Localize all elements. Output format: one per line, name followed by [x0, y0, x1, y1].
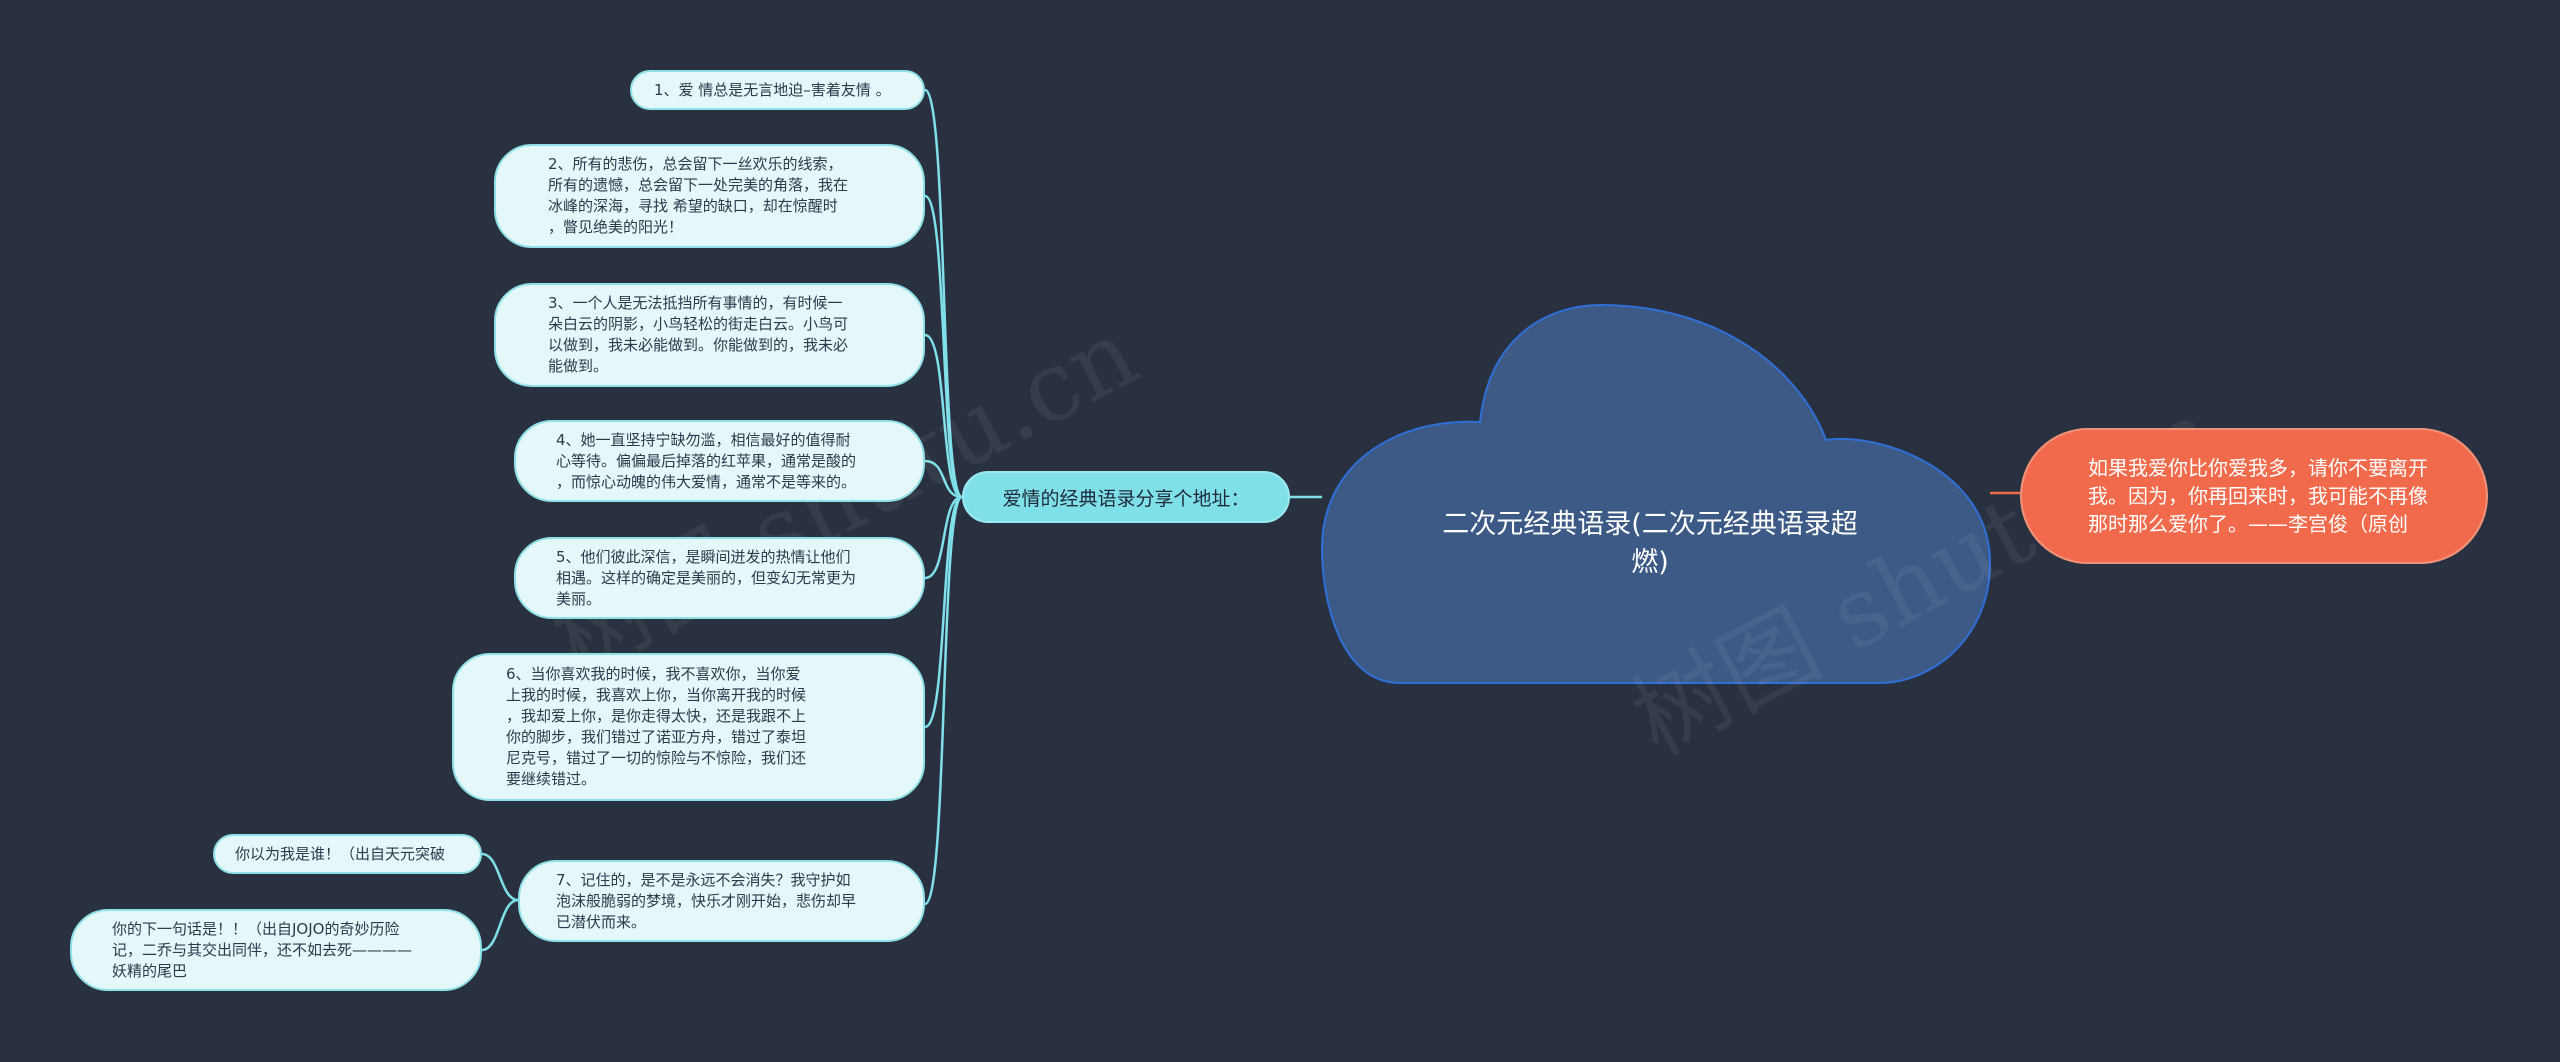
topic-item-2[interactable]: 2、所有的悲伤，总会留下一丝欢乐的线索， 所有的遗憾，总会留下一处完美的角落，我… — [494, 144, 925, 248]
root-cloud-shape — [1320, 303, 1992, 684]
topic-item-7[interactable]: 7、记住的，是不是永远不会消失？我守护如 泡沫般脆弱的梦境，快乐才刚开始，悲伤却… — [518, 860, 925, 942]
link-item-4 — [924, 459, 963, 499]
topic-item-3[interactable]: 3、一个人是无法抵挡所有事情的，有时候一 朵白云的阴影，小鸟轻松的街走白云。小鸟… — [494, 283, 925, 387]
topic-item-5[interactable]: 5、他们彼此深信，是瞬间迸发的热情让他们 相遇。这样的确定是美丽的，但变幻无常更… — [514, 537, 925, 619]
link-item-7 — [923, 495, 964, 906]
sub-topic-1[interactable]: 你以为我是谁！（出自天元突破 — [213, 834, 482, 874]
topic-item-4[interactable]: 4、她一直坚持宁缺勿滥，相信最好的值得耐 心等待。偏偏最后掉落的红苹果，通常是酸… — [514, 420, 925, 502]
link-item-1 — [923, 88, 964, 499]
topic-item-1[interactable]: 1、爱 情总是无言地迫–害着友情 。 — [630, 70, 925, 110]
topic-item-6[interactable]: 6、当你喜欢我的时候，我不喜欢你，当你爱 上我的时候，我喜欢上你，当你离开我的时… — [452, 653, 925, 801]
sub-topic-2[interactable]: 你的下一句话是！！（出自JOJO的奇妙历险 记，二乔与其交出同伴，还不如去死——… — [70, 909, 482, 991]
hub-topic[interactable]: 爱情的经典语录分享个地址： — [962, 471, 1290, 523]
link-item-6 — [924, 495, 963, 729]
link-item-2 — [924, 194, 963, 499]
right-topic[interactable]: 如果我爱你比你爱我多，请你不要离开我。因为，你再回来时，我可能不再像那时那么爱你… — [2020, 428, 2488, 564]
root-topic[interactable]: 二次元经典语录(二次元经典语录超燃) — [1442, 509, 1858, 578]
link-sub-1 — [481, 852, 519, 902]
link-item-5 — [924, 495, 963, 580]
link-item-3 — [924, 333, 963, 499]
link-sub-2 — [481, 898, 519, 952]
